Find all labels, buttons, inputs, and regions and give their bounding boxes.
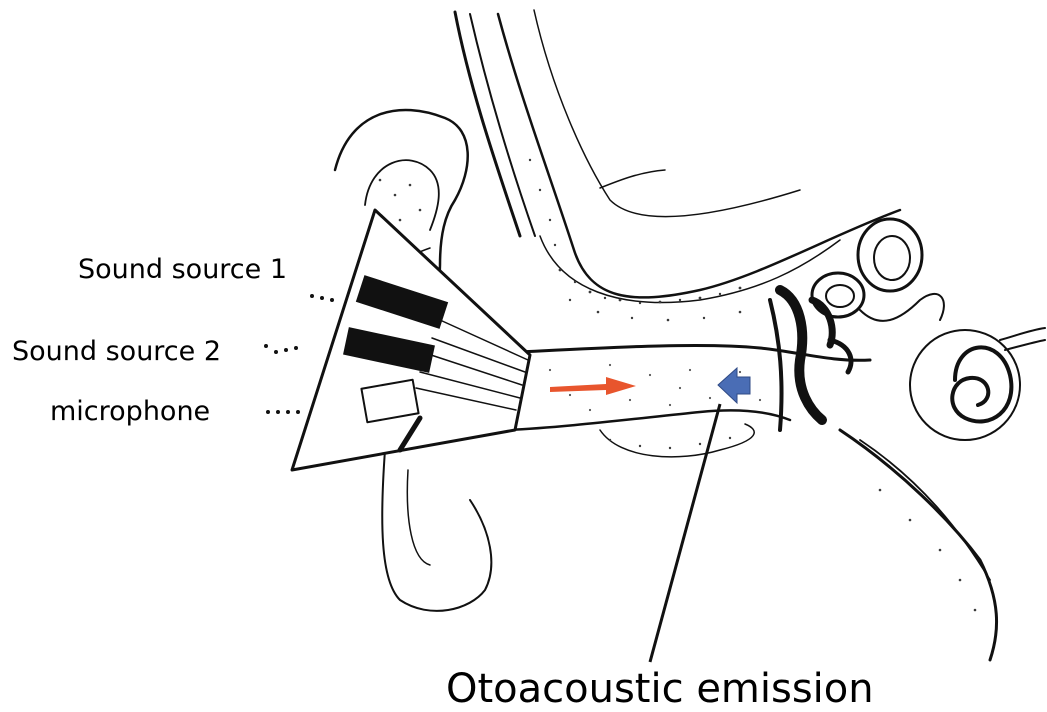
canal-bone-below — [600, 424, 754, 457]
skull-curve — [600, 170, 665, 188]
sound-source-1-label: Sound source 1 — [78, 254, 287, 285]
eardrum — [770, 300, 782, 430]
ear-canal-upper-wall — [520, 345, 870, 360]
vestibule — [860, 294, 944, 321]
semicircular-canal-1-inner — [874, 236, 910, 280]
skull-outline-3 — [534, 10, 800, 217]
earlobe — [382, 450, 491, 611]
probe-assembly — [264, 210, 530, 470]
auditory-nerve — [1000, 328, 1045, 340]
arrow-left-icon — [718, 368, 750, 403]
cochlea-outer — [910, 330, 1020, 440]
microphone-label: microphone — [50, 396, 210, 427]
arrow-right-icon — [550, 377, 636, 395]
skull-outline-2 — [498, 14, 900, 297]
auditory-nerve-2 — [1005, 340, 1045, 350]
otoacoustic-emission-label: Otoacoustic emission — [446, 666, 874, 712]
ear-canal-lower-wall — [505, 410, 790, 430]
semicircular-canal-2 — [812, 273, 864, 317]
cochlea — [952, 347, 1011, 421]
semicircular-canal-2-inner — [826, 285, 854, 307]
emission-leader-line — [650, 404, 720, 662]
eustachian-tube — [840, 430, 997, 660]
sound-source-2-label: Sound source 2 — [12, 336, 221, 367]
eustachian-tube-2 — [860, 440, 990, 580]
skull-outline-inner — [470, 14, 535, 236]
earlobe-inner — [407, 470, 430, 565]
skull-outline — [455, 12, 520, 236]
